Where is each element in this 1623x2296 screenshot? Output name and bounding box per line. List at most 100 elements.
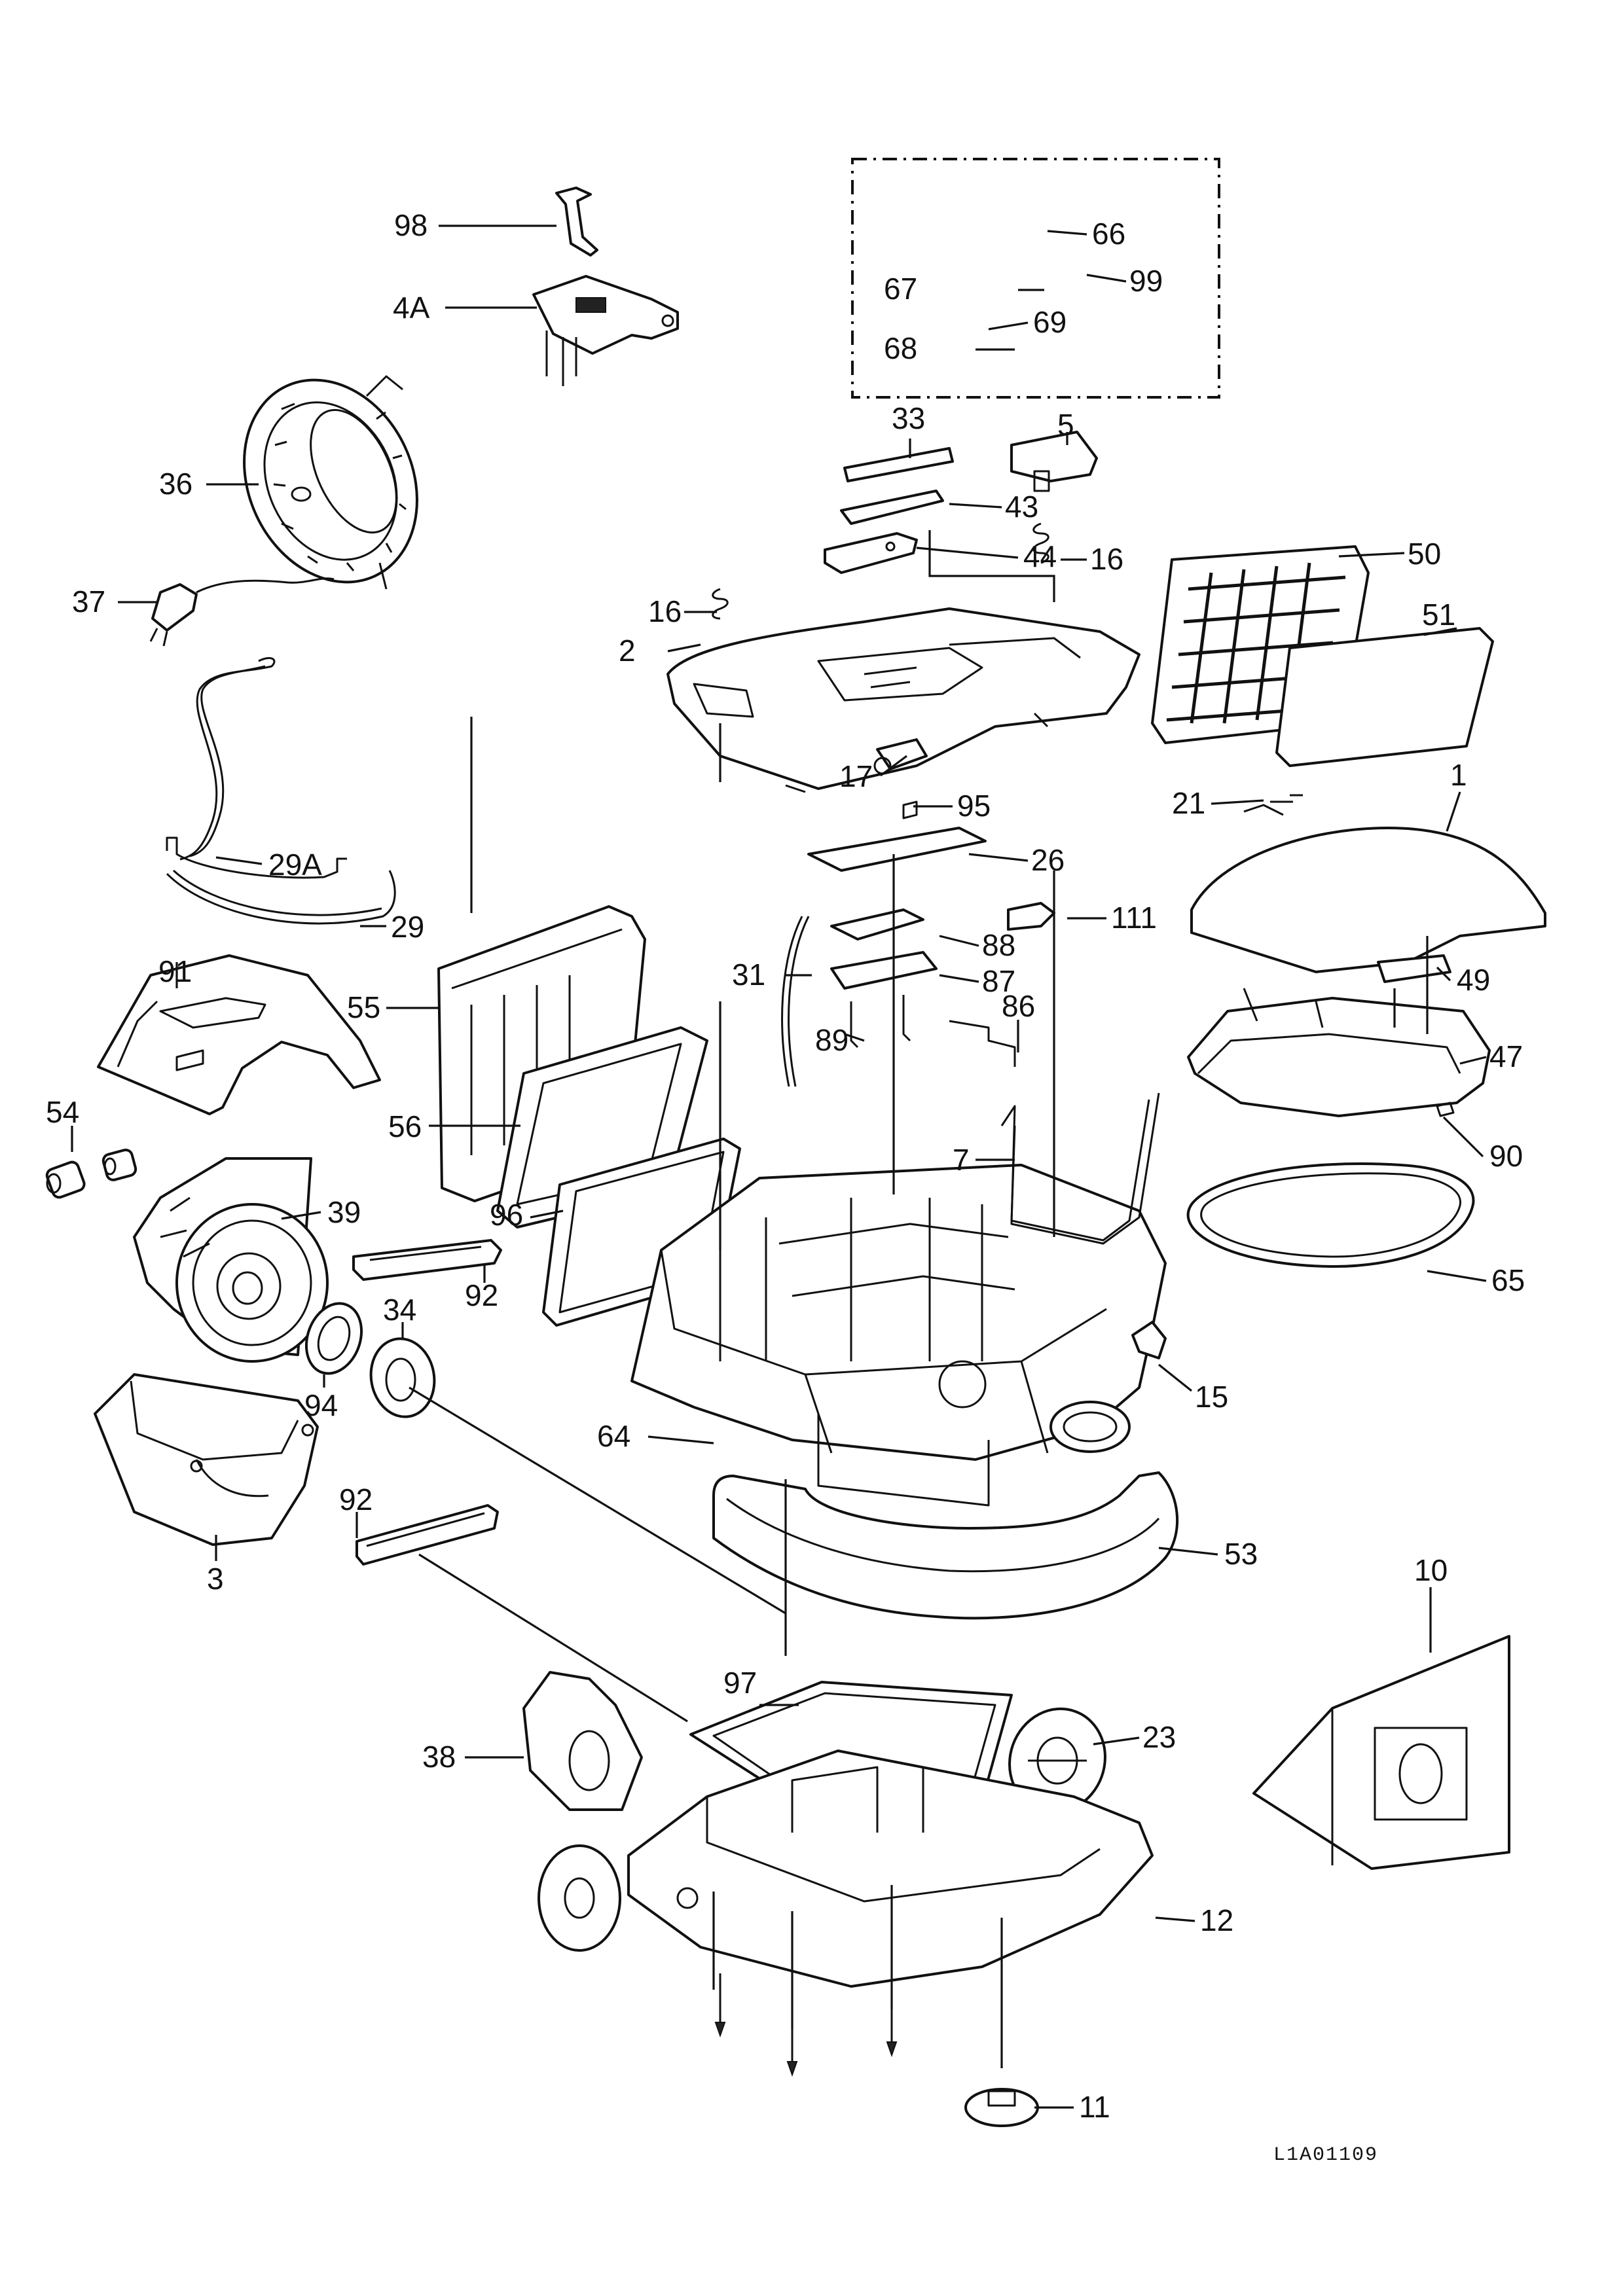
callout-99: 99 bbox=[1129, 264, 1163, 298]
callout-49: 49 bbox=[1457, 963, 1490, 997]
part-34-ring bbox=[369, 1337, 436, 1418]
callout-91: 91 bbox=[158, 954, 192, 988]
callout-17: 17 bbox=[839, 759, 873, 793]
callout-10: 10 bbox=[1414, 1553, 1448, 1587]
callout-29a: 29A bbox=[268, 848, 322, 882]
callout-43: 43 bbox=[1005, 490, 1038, 524]
callout-56: 56 bbox=[388, 1109, 422, 1143]
part-98-clip bbox=[555, 187, 598, 257]
part-39-motor bbox=[133, 1157, 329, 1363]
callout-36: 36 bbox=[159, 467, 192, 501]
callout-7: 7 bbox=[953, 1143, 970, 1177]
callout-labels: 98 4A 36 37 29A 29 91 55 56 96 54 39 92 … bbox=[46, 208, 1525, 2124]
part-43-plate bbox=[840, 490, 944, 525]
part-89-clip bbox=[850, 995, 911, 1049]
callout-4a: 4A bbox=[393, 291, 430, 325]
callout-68: 68 bbox=[884, 331, 917, 365]
part-44-button bbox=[824, 532, 918, 574]
part-53-bumper bbox=[712, 1471, 1179, 1620]
part-92-lower-bracket bbox=[356, 1504, 499, 1566]
part-65-seal bbox=[1186, 1162, 1475, 1268]
part-90-clip bbox=[1436, 1102, 1455, 1117]
part-33-strip bbox=[843, 447, 954, 482]
callout-96: 96 bbox=[490, 1198, 523, 1232]
callout-12: 12 bbox=[1200, 1903, 1233, 1937]
callout-87: 87 bbox=[982, 964, 1015, 998]
callout-89: 89 bbox=[815, 1023, 848, 1057]
part-21-screw bbox=[1270, 794, 1303, 803]
callout-47: 47 bbox=[1489, 1039, 1523, 1073]
part-12-base bbox=[538, 1749, 1154, 1988]
part-1-lid bbox=[1190, 804, 1546, 973]
part-7-handle-frame bbox=[1000, 1092, 1160, 1245]
part-111-clip bbox=[1007, 902, 1055, 931]
part-10-dust-bag bbox=[1252, 1635, 1510, 1870]
callout-39: 39 bbox=[327, 1195, 361, 1229]
callout-1: 1 bbox=[1450, 758, 1467, 792]
base-screws bbox=[714, 1973, 898, 2077]
callout-65: 65 bbox=[1491, 1263, 1525, 1297]
part-47-bag-holder bbox=[1187, 988, 1491, 1117]
callout-111: 111 bbox=[1111, 901, 1157, 935]
callout-38: 38 bbox=[422, 1740, 456, 1774]
callout-90: 90 bbox=[1489, 1139, 1523, 1173]
part-17-latch bbox=[873, 738, 928, 775]
callout-3: 3 bbox=[207, 1562, 224, 1596]
callout-92-upper: 92 bbox=[465, 1278, 498, 1312]
part-3-motor-housing bbox=[94, 1373, 319, 1546]
part-2-top-cover bbox=[666, 607, 1140, 793]
callout-88: 88 bbox=[982, 928, 1015, 962]
callout-54: 54 bbox=[46, 1095, 79, 1129]
callout-26: 26 bbox=[1031, 843, 1065, 877]
callout-31: 31 bbox=[732, 958, 765, 992]
callout-16-left: 16 bbox=[648, 594, 682, 628]
callout-5: 5 bbox=[1057, 408, 1074, 442]
subassembly-dashed-box bbox=[851, 158, 1220, 399]
callout-97: 97 bbox=[723, 1666, 757, 1700]
callout-2: 2 bbox=[619, 634, 636, 668]
part-51-filter-pad bbox=[1275, 627, 1494, 767]
part-4a-handle bbox=[532, 275, 679, 386]
part-92-upper-bracket bbox=[352, 1239, 502, 1281]
callout-67: 67 bbox=[884, 272, 917, 306]
part-86-clip bbox=[949, 1020, 1016, 1067]
callout-94: 94 bbox=[304, 1388, 338, 1422]
part-31-cable bbox=[781, 916, 810, 1087]
callout-37: 37 bbox=[72, 584, 105, 619]
callout-15: 15 bbox=[1195, 1380, 1228, 1414]
callout-64: 64 bbox=[597, 1419, 630, 1453]
callout-86: 86 bbox=[1002, 989, 1035, 1023]
part-88-bracket bbox=[830, 908, 924, 941]
callout-51: 51 bbox=[1422, 598, 1455, 632]
part-94-gasket-ring bbox=[304, 1302, 363, 1375]
callout-44: 44 bbox=[1023, 539, 1057, 573]
callout-29: 29 bbox=[391, 910, 424, 944]
part-11-swivel bbox=[964, 2088, 1039, 2127]
callout-95: 95 bbox=[957, 789, 991, 823]
part-49-hinge bbox=[1377, 954, 1451, 983]
callout-21: 21 bbox=[1172, 786, 1205, 820]
part-95-screw bbox=[902, 800, 918, 819]
part-16-springs bbox=[712, 522, 1049, 620]
part-54-carbon-brushes bbox=[45, 1148, 137, 1199]
assembly-lines bbox=[409, 530, 1429, 2068]
drawing-code: L1A01109 bbox=[1273, 2144, 1378, 2166]
part-87-bracket bbox=[830, 951, 938, 990]
callout-leaders bbox=[71, 224, 1487, 2109]
part-36-cable-reel bbox=[243, 375, 418, 590]
callout-33: 33 bbox=[892, 401, 925, 435]
callout-23: 23 bbox=[1142, 1720, 1176, 1754]
callout-92-lower: 92 bbox=[339, 1482, 373, 1516]
callout-34: 34 bbox=[383, 1293, 416, 1327]
callout-16-right: 16 bbox=[1090, 542, 1123, 576]
part-26-plate bbox=[807, 827, 987, 872]
callout-50: 50 bbox=[1408, 537, 1441, 571]
callout-98: 98 bbox=[394, 208, 428, 242]
callout-66: 66 bbox=[1092, 217, 1125, 251]
part-15-clip bbox=[1131, 1321, 1167, 1359]
part-29a-29-cable bbox=[166, 657, 396, 925]
part-5-knob bbox=[1010, 431, 1098, 492]
part-37-plug bbox=[149, 577, 335, 647]
callout-11: 11 bbox=[1079, 2090, 1110, 2124]
